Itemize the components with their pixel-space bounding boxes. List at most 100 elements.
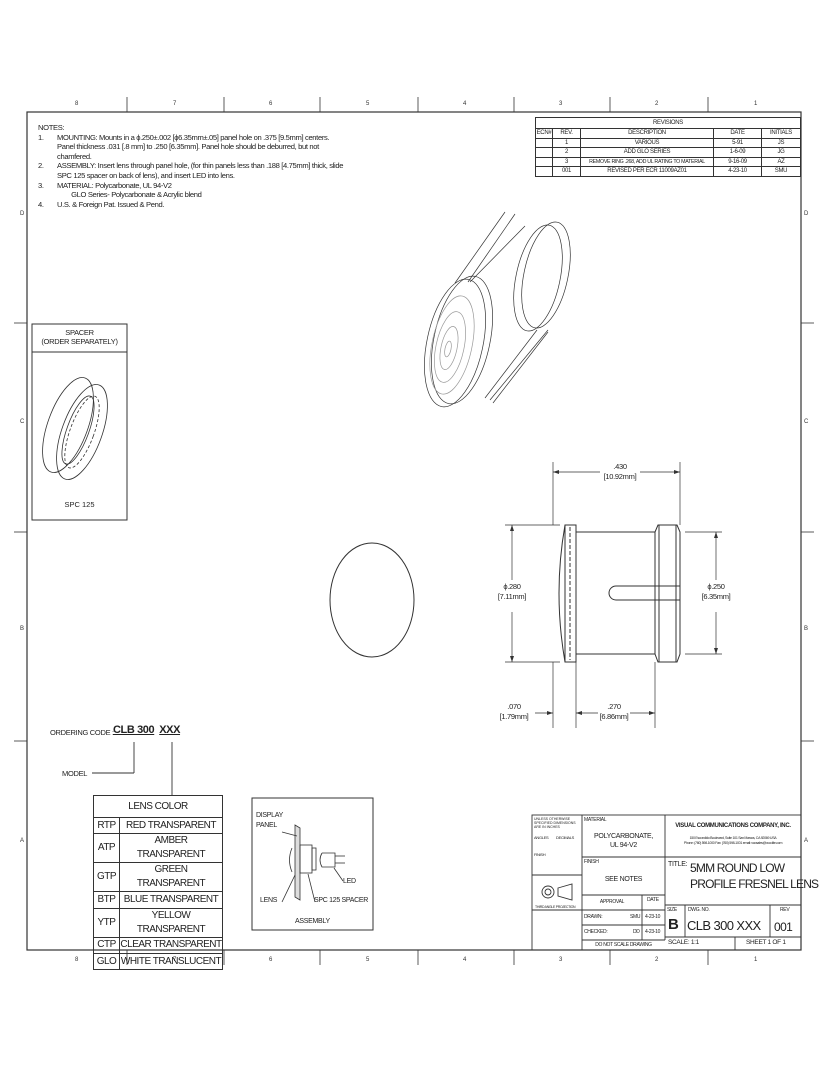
zone-label: 5 xyxy=(366,957,370,963)
note-number: 1. xyxy=(38,132,44,142)
spacer-box xyxy=(31,323,128,521)
ordering-code-label: ORDERING CODE : xyxy=(50,728,114,737)
cell: AZ xyxy=(761,156,801,167)
dimension-arrows xyxy=(510,470,718,715)
assembly-label-lens: LENS xyxy=(260,897,278,904)
drawing-title-line1: 5MM ROUND LOW xyxy=(690,861,785,875)
notes-heading: NOTES: xyxy=(38,123,65,132)
zone-label: 4 xyxy=(463,101,467,107)
title-label: TITLE: xyxy=(668,861,688,868)
tolerance-angles: ANGLES xyxy=(534,835,549,840)
cell: 2 xyxy=(552,147,581,158)
note-number: 4. xyxy=(38,199,44,209)
cell xyxy=(535,166,553,177)
dim-value-mm: [6.35mm] xyxy=(701,592,731,601)
side-view-drawing xyxy=(558,524,681,663)
note-line: chamfered. xyxy=(57,151,92,161)
do-not-scale-note: DO NOT SCALE DRAWING xyxy=(595,942,652,948)
dim-value-mm: [10.92mm] xyxy=(603,472,637,481)
note-line: GLO Series- Polycarbonate & Acrylic blen… xyxy=(57,190,202,200)
dim-value: ϕ.280 xyxy=(503,582,521,591)
isometric-lens-drawing xyxy=(424,211,571,408)
cell: JG xyxy=(761,147,801,158)
zone-label: A xyxy=(20,838,25,844)
scale: SCALE: 1:1 xyxy=(668,939,699,946)
assembly-label-spacer: SPC 125 SPACER xyxy=(314,897,369,904)
dim-value-mm: [7.11mm] xyxy=(497,592,527,601)
color-name: BLUE TRANSPARENT xyxy=(119,891,223,909)
zone-label: B xyxy=(804,626,809,632)
note-item: 3.MATERIAL: Polycarbonate, UL 94-V2 GLO … xyxy=(38,181,343,200)
color-code: CTP xyxy=(93,936,120,954)
zone-label: 7 xyxy=(173,101,177,107)
model-label: MODEL xyxy=(62,769,88,778)
zone-label: 2 xyxy=(655,101,659,107)
spacer-ring-drawing xyxy=(42,377,108,480)
drawn-label: DRAWN: xyxy=(584,914,603,920)
sheet-number: SHEET 1 OF 1 xyxy=(746,939,786,946)
projection-label: THIRD ANGLE PROJECTION xyxy=(535,905,576,909)
ordering-code: CLB 300 XXX xyxy=(113,724,180,736)
column-header: DESCRIPTION xyxy=(580,128,714,139)
note-number: 3. xyxy=(38,180,44,190)
tolerance-header: UNLESS OTHERWISE SPECIFIED DIMENSIONS AR… xyxy=(534,817,576,830)
sheet-size: B xyxy=(668,916,679,933)
cell: 1 xyxy=(552,137,581,148)
note-number: 2. xyxy=(38,161,44,171)
note-item: 4. U.S. & Foreign Pat. Issued & Pend. xyxy=(38,200,343,210)
assembly-label-display: DISPLAY xyxy=(256,812,283,819)
revision-number: 001 xyxy=(774,920,793,934)
color-name: AMBER TRANSPARENT xyxy=(119,833,223,864)
dim-value: .070 xyxy=(507,702,521,711)
dim-flange-thickness: .070[1.79mm] xyxy=(494,702,534,722)
approval-header: APPROVAL xyxy=(599,899,625,905)
dim-flange-diameter: ϕ.280[7.11mm] xyxy=(492,582,532,602)
zone-ticks xyxy=(14,97,814,965)
zone-label: C xyxy=(804,419,809,425)
drawing-frame xyxy=(26,111,802,951)
cell: REMOVE RING .268, ADD UL RATING TO MATER… xyxy=(580,156,714,167)
finish-label: FINISH xyxy=(584,859,599,865)
cell: JS xyxy=(761,137,801,148)
column-header: REV. xyxy=(552,128,581,139)
cell: 3 xyxy=(552,156,581,167)
note-item: 2.ASSEMBLY: Insert lens through panel ho… xyxy=(38,161,344,180)
zone-label: D xyxy=(20,211,25,217)
color-code: RTP xyxy=(93,816,120,835)
zone-label: 3 xyxy=(559,957,563,963)
zone-label: 4 xyxy=(463,957,467,963)
cell xyxy=(535,156,553,167)
dim-overall-length: .430[10.92mm] xyxy=(596,462,644,482)
finish-value: SEE NOTES xyxy=(604,876,643,883)
zone-label: 8 xyxy=(75,957,79,963)
revisions-title: REVISIONS xyxy=(535,117,801,129)
note-line: U.S. & Foreign Pat. Issued & Pend. xyxy=(57,199,165,209)
zone-label: 2 xyxy=(655,957,659,963)
zone-label: C xyxy=(20,419,25,425)
checked-by: DD xyxy=(633,929,640,935)
cell: 5-91 xyxy=(713,137,762,148)
drawing-title-line2: PROFILE FRESNEL LENS xyxy=(690,877,819,891)
zone-label: D xyxy=(804,211,809,217)
dim-value: .430 xyxy=(613,462,627,471)
size-label: SIZE xyxy=(667,907,677,913)
date-header: DATE xyxy=(647,897,659,903)
note-line: SPC 125 spacer on back of lens), and ins… xyxy=(57,170,235,180)
dwg-number: CLB 300 XXX xyxy=(687,918,761,933)
assembly-label-panel: PANEL xyxy=(256,822,277,829)
zone-label: 5 xyxy=(366,101,370,107)
dimension-lines xyxy=(505,462,722,728)
note-line: MOUNTING: Mounts in a ϕ.250±.002 [ϕ6.35m… xyxy=(57,132,330,142)
color-name: GREEN TRANSPARENT xyxy=(119,862,223,893)
color-name: WHITE TRANSLUCENT xyxy=(119,952,223,971)
cell: SMU xyxy=(761,166,801,177)
drawn-by: SMU xyxy=(630,914,641,920)
ordering-model-code: CLB 300 xyxy=(113,724,155,736)
